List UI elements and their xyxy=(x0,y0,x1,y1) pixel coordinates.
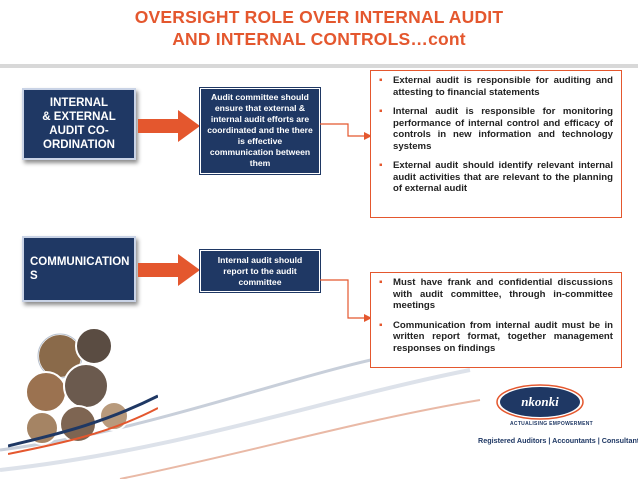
title-line-2: AND INTERNAL CONTROLS…cont xyxy=(172,29,466,49)
communications-box: COMMUNICATION S xyxy=(22,236,136,302)
bullet-item: Internal audit is responsible for monito… xyxy=(377,106,613,152)
nkonki-logo: nkonki xyxy=(496,384,584,420)
bullet-item: External audit should identify relevant … xyxy=(377,160,613,195)
coordination-label-line: AUDIT CO- xyxy=(49,125,109,137)
elbow-connector-arrow xyxy=(320,123,372,140)
coordination-bullets: External audit is responsible for auditi… xyxy=(370,70,622,218)
bullet-item: Communication from internal audit must b… xyxy=(377,320,613,355)
bullet-item: External audit is responsible for auditi… xyxy=(377,75,613,98)
arrow-right-icon xyxy=(138,254,200,286)
title-divider xyxy=(0,64,638,68)
logo-slogan: ACTUALISING EMPOWERMENT xyxy=(510,421,594,427)
coordination-middle-box: Audit committee should ensure that exter… xyxy=(199,87,321,175)
company-tagline: Registered Auditors | Accountants | Cons… xyxy=(478,436,638,445)
title-line-1: OVERSIGHT ROLE OVER INTERNAL AUDIT xyxy=(134,7,504,27)
arrow-right-icon xyxy=(138,110,200,142)
logo-brand: nkonki xyxy=(521,394,559,409)
communications-label-line: COMMUNICATION xyxy=(30,256,130,268)
coordination-label-line: INTERNAL xyxy=(49,97,109,109)
communications-middle-box: Internal audit should report to the audi… xyxy=(199,249,321,293)
coordination-label-line: & EXTERNAL xyxy=(42,111,116,123)
meeting-photos-image xyxy=(8,327,158,455)
communications-label-line: S xyxy=(30,270,38,282)
slide-title: OVERSIGHT ROLE OVER INTERNAL AUDIT AND I… xyxy=(0,6,638,50)
coordination-box: INTERNAL & EXTERNAL AUDIT CO- ORDINATION xyxy=(22,88,136,160)
elbow-connector-arrow xyxy=(320,279,372,322)
bullet-item: Must have frank and confidential discuss… xyxy=(377,277,613,312)
communications-bullets: Must have frank and confidential discuss… xyxy=(370,272,622,368)
coordination-label-line: ORDINATION xyxy=(43,139,115,151)
